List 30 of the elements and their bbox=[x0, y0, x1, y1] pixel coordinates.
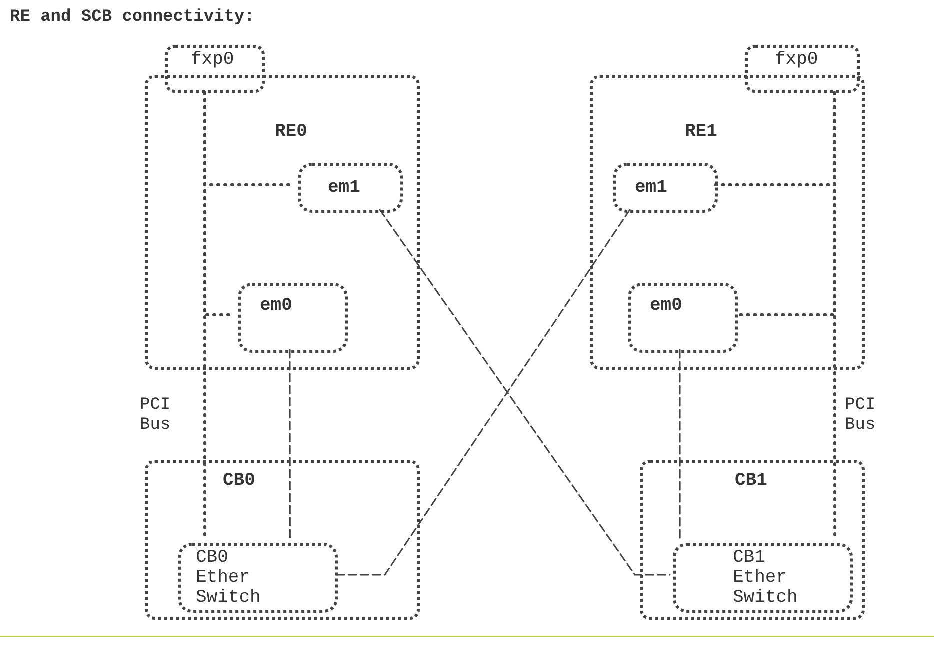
node-label: fxp0 bbox=[775, 50, 818, 70]
interface-box bbox=[298, 163, 403, 213]
node-label: CB1 Ether Switch bbox=[733, 548, 799, 608]
interface-box bbox=[673, 543, 853, 613]
node-label: RE1 bbox=[685, 122, 718, 142]
module-box bbox=[590, 75, 865, 370]
node-label: em0 bbox=[650, 296, 682, 316]
connector-line bbox=[379, 209, 671, 576]
module-box bbox=[640, 460, 865, 620]
node-label: em1 bbox=[328, 178, 360, 198]
module-box bbox=[145, 460, 420, 620]
node-label: em0 bbox=[260, 296, 292, 316]
node-label: CB1 bbox=[735, 471, 768, 491]
interface-box bbox=[613, 163, 718, 213]
module-box bbox=[745, 45, 860, 93]
diagram-title: RE and SCB connectivity: bbox=[10, 8, 255, 27]
interface-box bbox=[628, 283, 738, 353]
interface-box bbox=[178, 543, 338, 613]
node-label: em1 bbox=[635, 178, 668, 198]
module-box bbox=[165, 45, 265, 93]
bus-label: PCI Bus bbox=[140, 396, 172, 436]
connector-line bbox=[679, 349, 681, 541]
interface-box bbox=[238, 283, 348, 353]
node-label: RE0 bbox=[275, 122, 308, 142]
bus-label: PCI Bus bbox=[845, 396, 877, 436]
module-box bbox=[145, 75, 420, 370]
connector-line bbox=[289, 349, 291, 541]
node-label: fxp0 bbox=[191, 50, 234, 70]
node-label: CB0 bbox=[223, 471, 256, 491]
node-label: CB0 Ether Switch bbox=[196, 548, 262, 608]
